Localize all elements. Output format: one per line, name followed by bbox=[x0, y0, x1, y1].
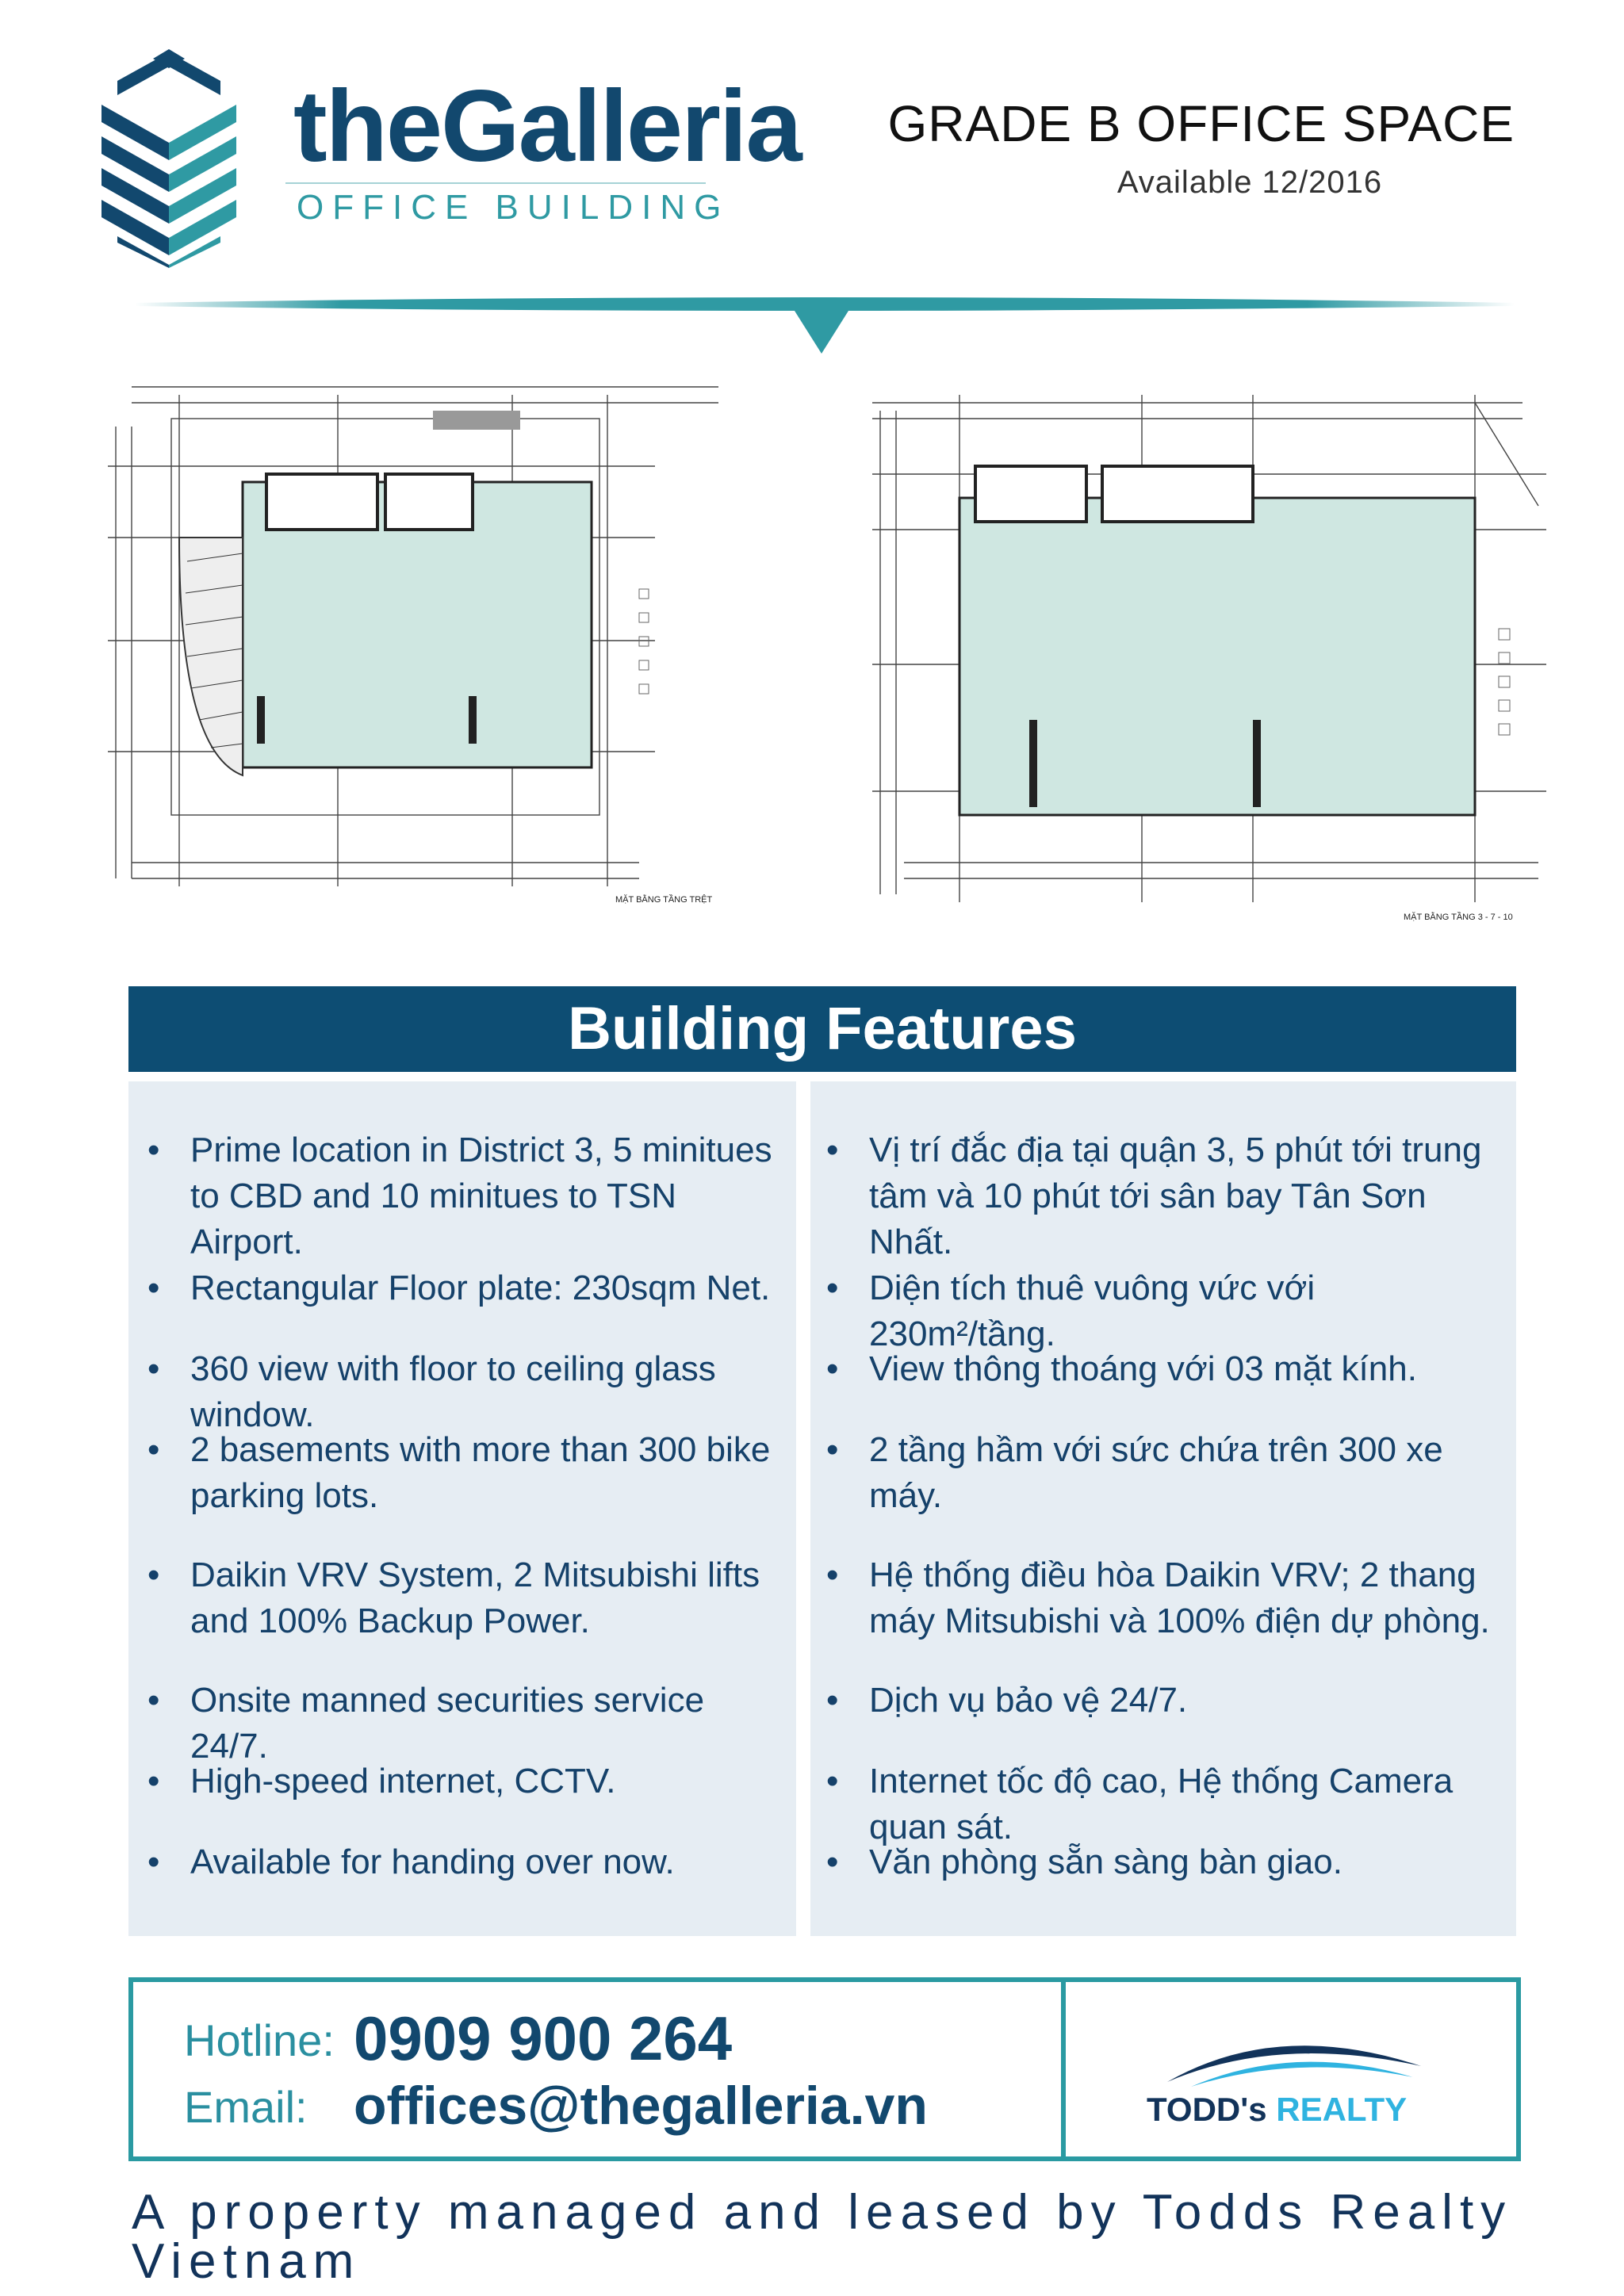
features-vietnamese-panel: •Vị trí đắc địa tại quận 3, 5 phút tới t… bbox=[810, 1081, 1516, 1936]
feature-item-vi: •Văn phòng sẵn sàng bàn giao. bbox=[826, 1843, 1342, 1881]
left-plan-caption: MẶT BẰNG TẦNG TRỆT bbox=[615, 894, 713, 905]
email-address[interactable]: offices@thegalleria.vn bbox=[354, 2076, 928, 2136]
feature-item-vi: •Dịch vụ bảo vệ 24/7. bbox=[826, 1681, 1188, 1720]
feature-item-vi: •Vị trí đắc địa tại quận 3, 5 phút tới t… bbox=[826, 1131, 1482, 1261]
hotline-label: Hotline: bbox=[184, 2015, 335, 2065]
feature-item-en: •Prime location in District 3, 5 minitue… bbox=[147, 1131, 772, 1261]
availability-text: Available 12/2016 bbox=[1116, 165, 1383, 200]
typical-floor-plan: MẶT BẰNG TẦNG 3 - 7 - 10 bbox=[872, 395, 1546, 922]
feature-item-en: •Available for handing over now. bbox=[147, 1843, 675, 1881]
footer-tagline: A property managed and leased by Todds R… bbox=[132, 2185, 1513, 2289]
hotline-number[interactable]: 0909 900 264 bbox=[354, 2003, 733, 2073]
contact-box bbox=[128, 1977, 1521, 2161]
feature-item-vi: •2 tầng hầm với sức chứa trên 300 xe máy… bbox=[826, 1430, 1443, 1515]
features-english-panel: •Prime location in District 3, 5 minitue… bbox=[128, 1081, 796, 1936]
features-title: Building Features bbox=[128, 986, 1516, 1072]
todds-realty-logo: TODD's REALTY bbox=[1147, 2091, 1408, 2128]
contact-divider bbox=[1061, 1982, 1066, 2156]
brand-name: theGalleria bbox=[293, 70, 802, 183]
feature-item-en: •Rectangular Floor plate: 230sqm Net. bbox=[147, 1269, 771, 1307]
grade-heading: GRADE B OFFICE SPACE bbox=[887, 95, 1515, 152]
feature-item-en: •2 basements with more than 300 bike par… bbox=[147, 1430, 771, 1515]
brand-subtitle: OFFICE BUILDING bbox=[297, 188, 730, 227]
feature-item-en: •Daikin VRV System, 2 Mitsubishi lifts a… bbox=[147, 1556, 760, 1640]
feature-item-en: •High-speed internet, CCTV. bbox=[147, 1762, 616, 1800]
feature-item-vi: •Diện tích thuê vuông vức với 230m²/tầng… bbox=[826, 1269, 1316, 1353]
ground-floor-plan: MẶT BẰNG TẦNG TRỆT bbox=[108, 386, 718, 905]
email-label: Email: bbox=[184, 2082, 308, 2132]
logo-divider bbox=[285, 182, 706, 184]
feature-item-vi: •Internet tốc độ cao, Hệ thống Camera qu… bbox=[826, 1762, 1454, 1846]
header-divider bbox=[135, 297, 1515, 354]
feature-item-vi: •View thông thoáng với 03 mặt kính. bbox=[826, 1349, 1417, 1388]
right-plan-caption: MẶT BẰNG TẦNG 3 - 7 - 10 bbox=[1404, 912, 1513, 922]
feature-item-en: •360 view with floor to ceiling glass wi… bbox=[147, 1349, 716, 1434]
todds-realty-logo-icon bbox=[1167, 2045, 1421, 2087]
feature-item-en: •Onsite manned securities service 24/7. bbox=[147, 1681, 705, 1766]
feature-item-vi: •Hệ thống điều hòa Daikin VRV; 2 thang m… bbox=[826, 1556, 1490, 1640]
galleria-logo-icon bbox=[102, 49, 236, 268]
